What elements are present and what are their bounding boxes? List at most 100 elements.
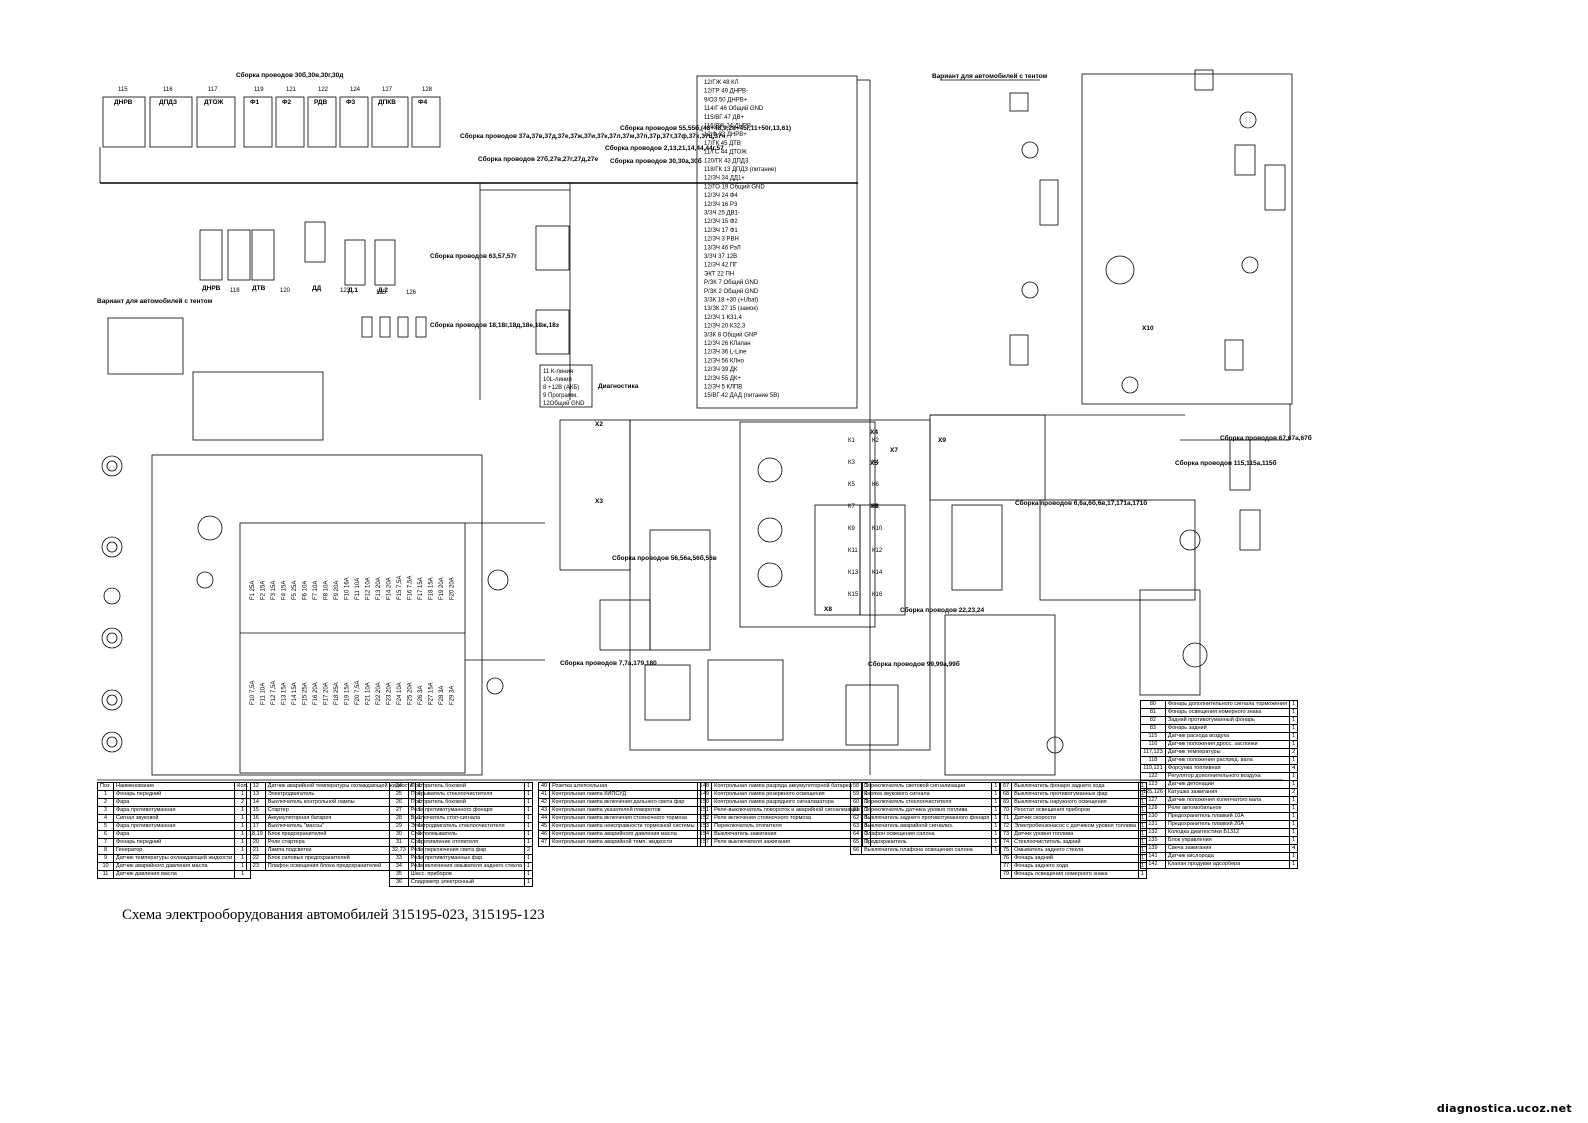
diag-pin-5: 12Общий GND (543, 400, 585, 407)
legend-name: Выключатель заднего противотуманного фон… (861, 814, 993, 823)
fuse-top-18: F18 15А (429, 577, 435, 600)
legend-name: Контрольная лампа резервного освещения (711, 790, 863, 799)
bundle-label-b15: Сборка проводов 67,67а,67б (1220, 434, 1312, 442)
legend-name: Предохранитель плавкий 10А (1164, 812, 1291, 821)
bundle-label-b8: Сборка проводов 18,18г,18д,18е,18ж,18з (430, 321, 560, 329)
ecu-pin-16: 3/ЗЧ 25 ДВ1- (704, 211, 740, 217)
legend-name: Контрольная лампа разряда аккумуляторной… (711, 782, 863, 791)
bundle-label-b7: Сборка проводов 63,57,57г (430, 252, 517, 260)
relay-К12: К12 (872, 548, 883, 554)
module-name-119: Ф1 (250, 99, 260, 106)
legend-name: Датчик скорости (1011, 814, 1139, 823)
fuse-bottom-16: F25 20А (408, 682, 414, 705)
legend-name: Фонарь передний (112, 790, 236, 799)
diag-pin-1: 11 К-линия (543, 369, 573, 375)
legend-name: Сигнал звуковой (112, 814, 236, 823)
legend-name: Контрольная лампа включения дальнего све… (549, 798, 698, 807)
legend-qty: 1 (524, 806, 534, 815)
bundle-label-b2: Сборка проводов 37а,37в,37д,37е,37ж,37и,… (460, 132, 726, 140)
legend-pos: 135 (1140, 836, 1166, 845)
legend-pos: 21 (246, 846, 266, 855)
legend-pos: 50 (699, 798, 713, 807)
legend-name: Генератор (112, 846, 236, 855)
legend-name: Фара противотуманная (112, 822, 236, 831)
module-name-127: ДПКВ (378, 99, 396, 106)
legend-pos: 77 (999, 862, 1013, 871)
legend-qty: 1 (1289, 828, 1299, 837)
legend-pos: 22 (246, 854, 266, 863)
legend-pos: 118 (1140, 756, 1166, 765)
legend-name: Реле противотуманного фонаря (407, 806, 526, 815)
legend-pos: 11 (97, 870, 114, 879)
legend-qty: 1 (524, 814, 534, 823)
legend-name: Свеча зажигания (1164, 844, 1291, 853)
legend-qty: 1 (1289, 700, 1299, 709)
legend-qty: 1 (991, 782, 1001, 791)
legend-name: Выключатель противотуманных фар (1011, 790, 1139, 799)
legend-name: Фонарь передний (112, 838, 236, 847)
legend-name: Фонарь освещения номерного знака (1011, 870, 1139, 879)
legend-name: Реле включения омывателя заднего стекла (407, 862, 526, 871)
legend-name: Контрольная лампа аварийного давления ма… (549, 830, 698, 839)
legend-pos: 119,121 (1140, 764, 1166, 773)
legend-pos: 74 (999, 838, 1013, 847)
ecu-pin-23: ЭКТ 22 ПН (704, 271, 734, 277)
legend-name: Предохранитель плавкий 20А (1164, 820, 1291, 829)
legend-pos: 13 (246, 790, 266, 799)
legend-qty: 1 (524, 782, 534, 791)
legend-pos: 131 (1140, 820, 1166, 829)
ecu-pin-13: 12/ГО 19 Общий GND (704, 183, 765, 190)
fuse-top-19: F19 20А (439, 577, 445, 600)
ecu-pin-37: 15/ВГ 42 ДАД (питание 5В) (704, 393, 779, 399)
legend-pos: 27 (389, 806, 409, 815)
legend-name: Реле включения стояночного тормоза (711, 814, 863, 823)
legend-pos: 49 (699, 790, 713, 799)
module-name-122: РДВ (314, 99, 328, 106)
ecu-pin-10: 120/ГК 43 ДПДЗ (704, 158, 749, 164)
fuse-top-20: F20 20А (450, 577, 456, 600)
legend-pos: 76 (999, 854, 1013, 863)
legend-name: Датчик температуры охлаждающей жидкости (112, 854, 236, 863)
fuse-top-4: F4 15А (282, 581, 288, 600)
legend-pos: 36 (389, 878, 409, 887)
relay-К14: К14 (872, 570, 883, 576)
module-pos-120: 120 (280, 288, 291, 294)
legend-pos: 63 (849, 822, 863, 831)
legend-pos: 123 (1140, 780, 1166, 789)
legend-pos: 71 (999, 814, 1013, 823)
legend-pos: 29 (389, 822, 409, 831)
fuse-bottom-8: F17 20А (324, 682, 330, 705)
legend-pos: 81 (1140, 708, 1166, 717)
legend-qty: 2 (524, 846, 534, 855)
ecu-pin-9: 11/ГС 44 ДТОЖ (704, 150, 747, 156)
fuse-bottom-10: F19 15А (345, 682, 351, 705)
legend-pos: 35 (389, 870, 409, 879)
connector-x5: Х5 (870, 460, 878, 467)
legend-pos: 115 (1140, 732, 1166, 741)
ecu-pin-25: Р/ЗК 2 Общий GND (704, 288, 759, 295)
relay-К4: К4 (872, 460, 879, 466)
